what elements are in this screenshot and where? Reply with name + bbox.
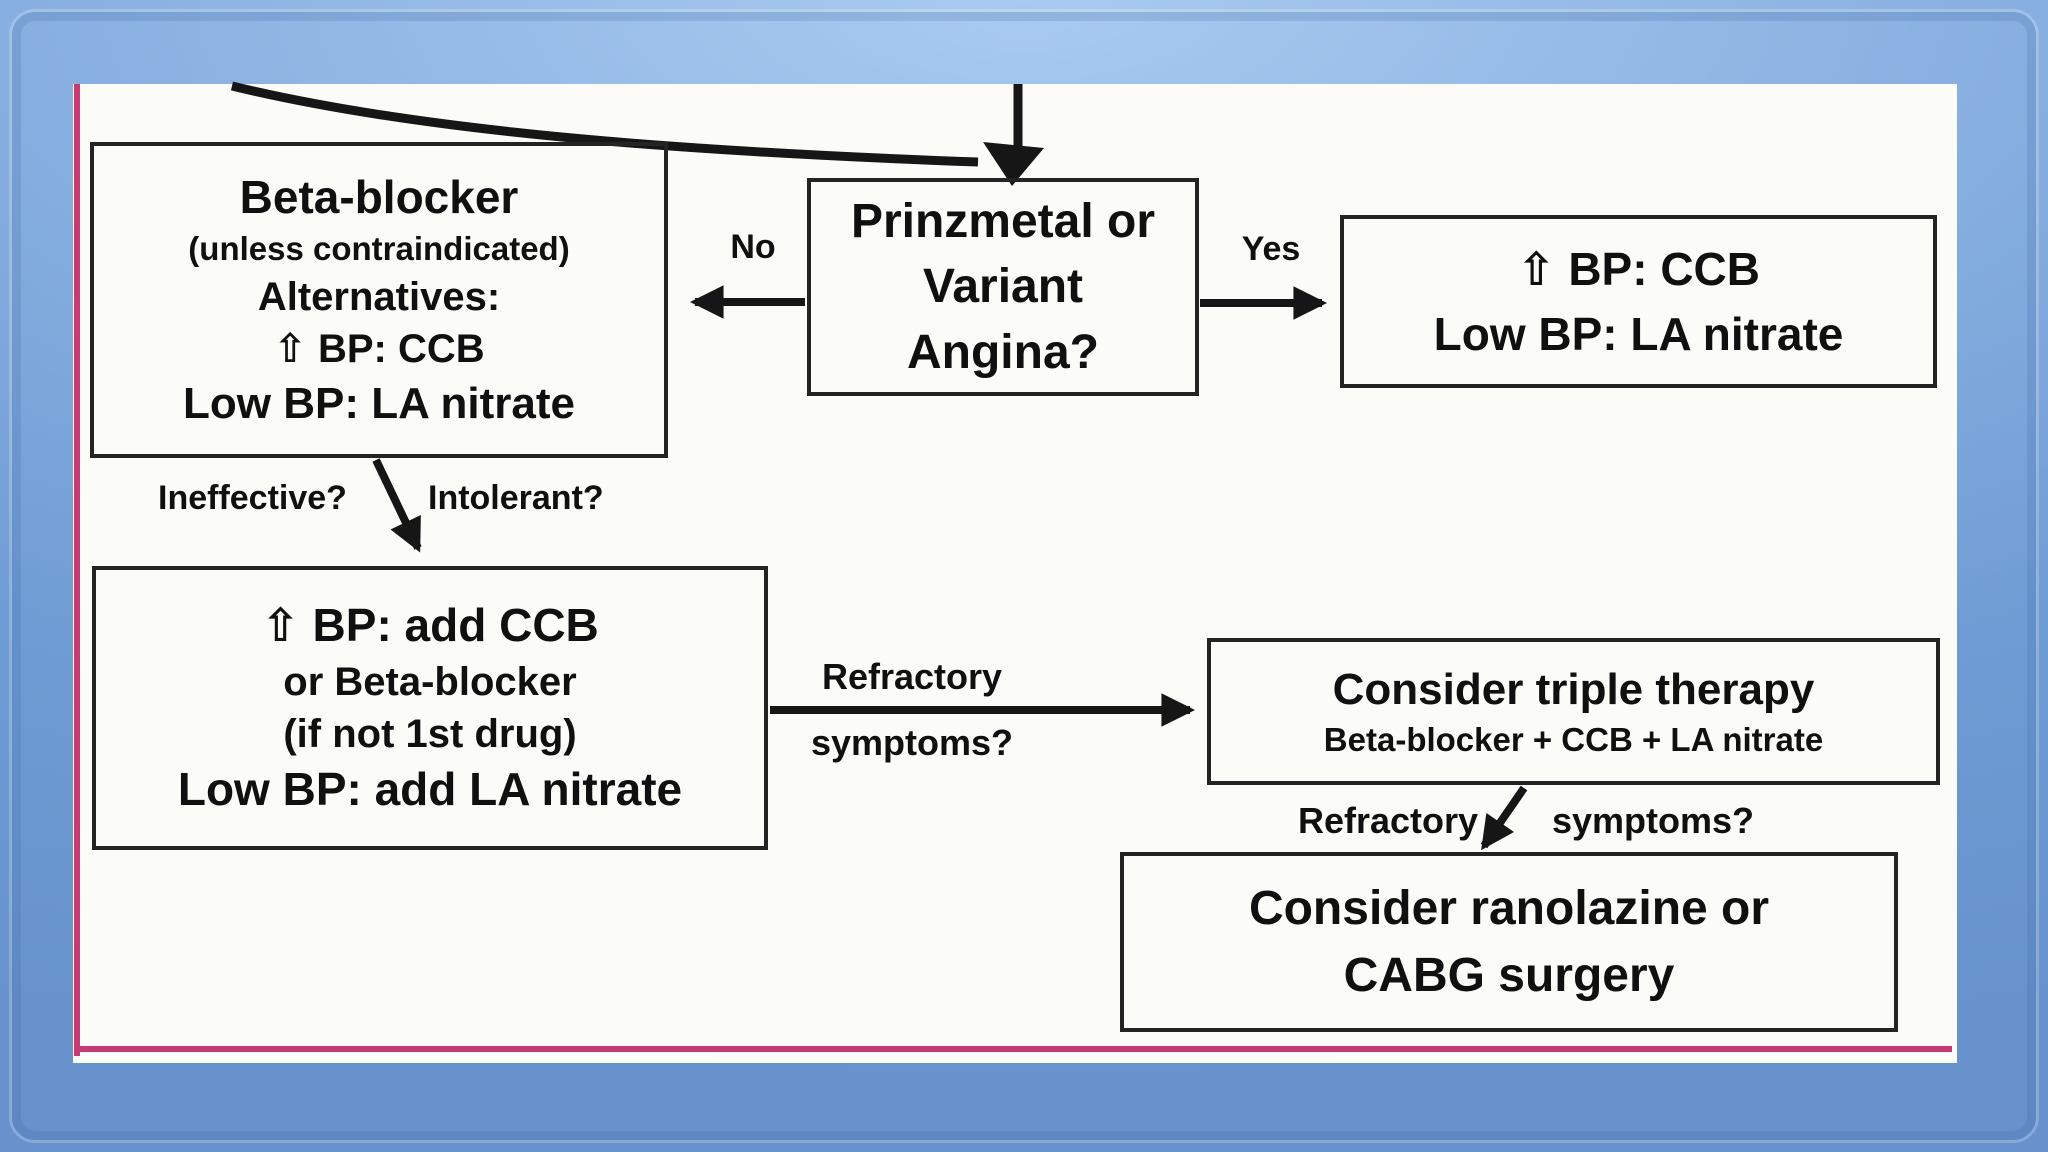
box-line: or Beta-blocker [283, 660, 577, 704]
box-subtitle: Beta-blocker + CCB + LA nitrate [1323, 720, 1824, 758]
yes-label: Yes [1241, 230, 1301, 268]
ineffective-label: Ineffective? [158, 479, 347, 517]
flowchart-panel [73, 84, 1957, 1063]
box-line: (if not 1st drug) [283, 712, 577, 756]
triple-therapy-box: Consider triple therapy Beta-blocker + C… [1207, 638, 1940, 785]
pink-bottom-border-line [74, 1046, 1952, 1052]
refractory-label-2: Refractory [1298, 800, 1479, 841]
box-line: Consider ranolazine or [1248, 881, 1770, 935]
box-line: Low BP: LA nitrate [183, 378, 575, 428]
box-line: ⇧ BP: CCB [1517, 243, 1760, 296]
ranolazine-cabg-box: Consider ranolazine or CABG surgery [1120, 852, 1898, 1032]
box-line: CABG surgery [1343, 949, 1675, 1002]
beta-blocker-box: Beta-blocker (unless contraindicated) Al… [90, 142, 668, 458]
box-line: Beta-blocker [239, 171, 519, 224]
box-line: Angina? [907, 325, 1099, 379]
box-line: Alternatives: [257, 274, 501, 319]
box-line: Low BP: LA nitrate [1433, 307, 1844, 360]
pink-left-border-line [74, 84, 80, 1056]
box-line: Prinzmetal or [850, 195, 1156, 249]
box-line: Low BP: add LA nitrate [177, 763, 683, 815]
no-label: No [730, 228, 776, 266]
add-therapy-box: ⇧ BP: add CCB or Beta-blocker (if not 1s… [92, 566, 768, 850]
refractory-label: Refractory [821, 656, 1003, 697]
symptoms-label: symptoms? [810, 722, 1014, 763]
box-line: ⇧ BP: add CCB [261, 599, 599, 652]
box-line: ⇧ BP: CCB [273, 326, 485, 371]
ccb-nitrate-box: ⇧ BP: CCB Low BP: LA nitrate [1340, 215, 1937, 388]
prinzmetal-decision-box: Prinzmetal or Variant Angina? [807, 178, 1199, 396]
box-title: Consider triple therapy [1332, 665, 1815, 715]
intolerant-label: Intolerant? [428, 479, 604, 517]
box-line: Variant [922, 260, 1084, 314]
box-line: (unless contraindicated) [188, 229, 570, 267]
symptoms-label-2: symptoms? [1552, 800, 1755, 841]
